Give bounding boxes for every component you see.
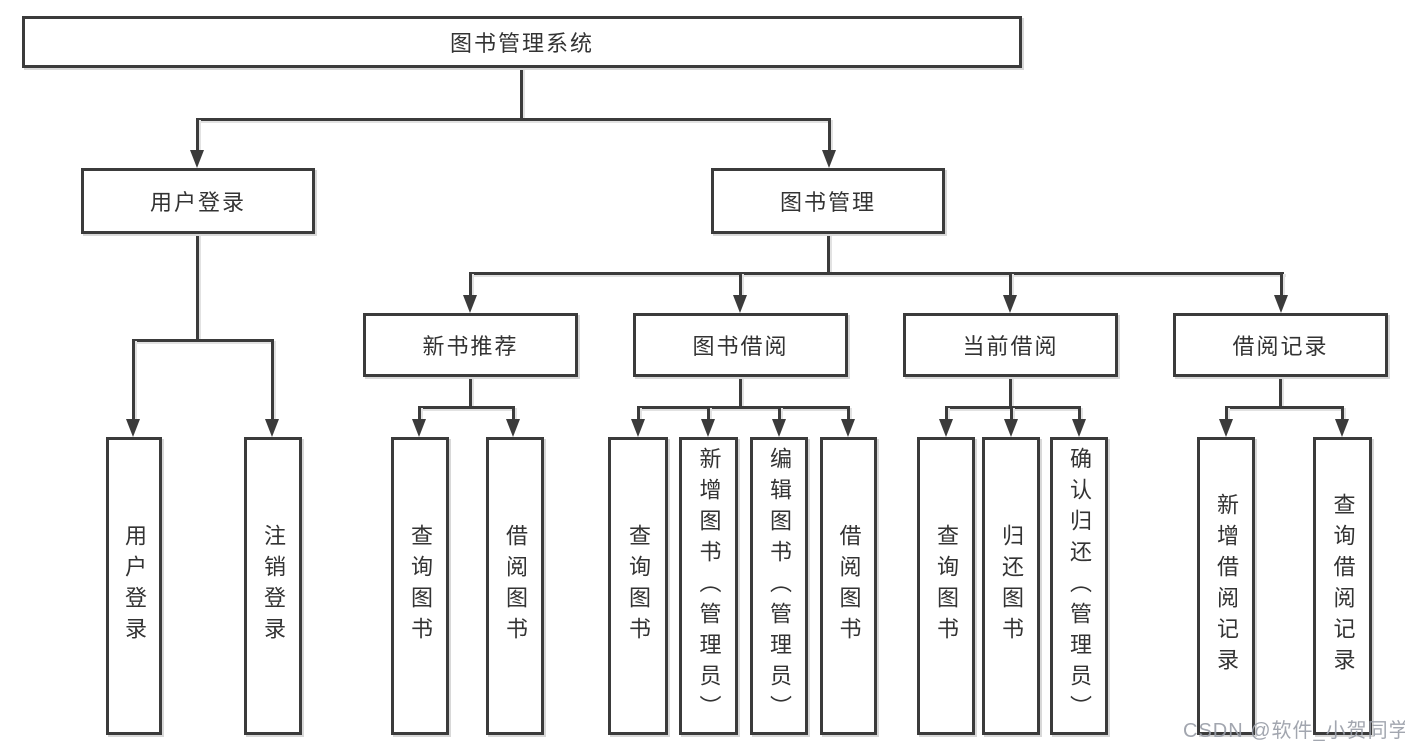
arrowhead-down-icon: [463, 295, 477, 313]
leaf-label: 编辑图书（管理员）: [767, 446, 792, 726]
connector-root-stem: [520, 68, 523, 118]
connector-records-stem: [1279, 377, 1282, 406]
connector-root-rail: [196, 118, 831, 121]
leaf-label: 用户登录: [122, 524, 147, 648]
arrowhead-down-icon: [701, 419, 715, 437]
leaf-label: 查询图书: [934, 524, 959, 648]
node-book-borrow: 图书借阅: [633, 313, 848, 377]
node-current-borrow-label: 当前借阅: [962, 334, 1059, 359]
leaf-label: 查询图书: [626, 524, 651, 648]
arrowhead-down-icon: [1335, 419, 1349, 437]
arrowhead-down-icon: [506, 419, 520, 437]
connector-login-rail: [132, 339, 274, 342]
connector-recommend-rail: [418, 406, 515, 409]
arrowhead-down-icon: [1004, 419, 1018, 437]
connector-login-stem: [196, 234, 199, 339]
connector-borrow-drop-4: [847, 406, 850, 421]
arrowhead-down-icon: [772, 419, 786, 437]
connector-records-drop-1: [1225, 406, 1228, 421]
node-user-login-label: 用户登录: [149, 190, 246, 215]
arrowhead-down-icon: [1219, 419, 1233, 437]
arrowhead-down-icon: [822, 150, 836, 168]
connector-current-drop-3: [1078, 406, 1081, 421]
connector-mgmt-stem: [827, 234, 830, 272]
leaf-label: 新增图书（管理员）: [696, 446, 722, 726]
leaf-label: 归还图书: [999, 524, 1024, 648]
leaf-current-query-books: 查询图书: [917, 437, 975, 735]
leaf-borrow-edit-books-admin: 编辑图书（管理员）: [750, 437, 808, 735]
arrowhead-down-icon: [1003, 295, 1017, 313]
leaf-recommend-query-books: 查询图书: [391, 437, 449, 735]
connector-recommend-drop-1: [418, 406, 421, 421]
connector-login-drop-1: [132, 339, 135, 421]
connector-borrow-rail: [637, 406, 850, 409]
leaf-label: 查询图书: [408, 524, 433, 648]
connector-records-drop-2: [1341, 406, 1344, 421]
connector-mgmt-drop-4: [1280, 272, 1283, 297]
arrowhead-down-icon: [1274, 295, 1288, 313]
leaf-label: 借阅图书: [503, 524, 528, 648]
node-borrow-records: 借阅记录: [1173, 313, 1388, 377]
node-book-borrow-label: 图书借阅: [692, 334, 789, 359]
leaf-current-confirm-return-admin: 确认归还（管理员）: [1050, 437, 1108, 735]
leaf-user-login: 用户登录: [106, 437, 162, 735]
connector-mgmt-drop-1: [469, 272, 472, 297]
connector-current-rail: [945, 406, 1081, 409]
leaf-current-return-books: 归还图书: [982, 437, 1040, 735]
arrowhead-down-icon: [190, 150, 204, 168]
leaf-label: 查询借阅记录: [1330, 493, 1356, 679]
connector-current-drop-1: [945, 406, 948, 421]
arrowhead-down-icon: [733, 295, 747, 313]
connector-borrow-stem: [739, 377, 742, 406]
node-borrow-records-label: 借阅记录: [1232, 334, 1329, 359]
connector-borrow-drop-2: [707, 406, 710, 421]
connector-mgmt-drop-3: [1009, 272, 1012, 297]
leaf-records-add-record: 新增借阅记录: [1197, 437, 1255, 735]
connector-current-drop-2: [1010, 406, 1013, 421]
node-root: 图书管理系统: [22, 16, 1022, 68]
arrowhead-down-icon: [265, 419, 279, 437]
connector-root-drop-2: [828, 118, 831, 152]
leaf-label: 新增借阅记录: [1214, 493, 1239, 679]
connector-current-stem: [1009, 377, 1012, 406]
leaf-recommend-borrow-books: 借阅图书: [486, 437, 544, 735]
leaf-borrow-borrow-books: 借阅图书: [820, 437, 877, 735]
arrowhead-down-icon: [841, 419, 855, 437]
connector-recommend-drop-2: [512, 406, 515, 421]
node-book-management: 图书管理: [711, 168, 945, 234]
connector-login-drop-2: [271, 339, 274, 421]
node-new-book-recommend-label: 新书推荐: [422, 334, 519, 359]
connector-recommend-stem: [469, 377, 472, 406]
arrowhead-down-icon: [126, 419, 140, 437]
node-book-management-label: 图书管理: [779, 190, 876, 215]
csdn-watermark: CSDN @软件_小贺同学: [1183, 720, 1405, 742]
leaf-label: 借阅图书: [836, 524, 862, 648]
node-user-login: 用户登录: [81, 168, 315, 234]
connector-borrow-drop-1: [637, 406, 640, 421]
arrowhead-down-icon: [412, 419, 426, 437]
leaf-borrow-query-books: 查询图书: [608, 437, 668, 735]
connector-root-drop-1: [196, 118, 199, 152]
arrowhead-down-icon: [1072, 419, 1086, 437]
leaf-borrow-add-books-admin: 新增图书（管理员）: [679, 437, 738, 735]
connector-mgmt-rail: [469, 272, 1284, 275]
arrowhead-down-icon: [631, 419, 645, 437]
leaf-label: 注销登录: [261, 524, 286, 648]
leaf-records-query-record: 查询借阅记录: [1313, 437, 1372, 735]
node-root-label: 图书管理系统: [449, 31, 594, 56]
connector-mgmt-drop-2: [739, 272, 742, 297]
leaf-logout: 注销登录: [244, 437, 302, 735]
connector-records-rail: [1225, 406, 1344, 409]
connector-borrow-drop-3: [778, 406, 781, 421]
arrowhead-down-icon: [939, 419, 953, 437]
leaf-label: 确认归还（管理员）: [1067, 446, 1092, 726]
node-new-book-recommend: 新书推荐: [363, 313, 578, 377]
node-current-borrow: 当前借阅: [903, 313, 1118, 377]
